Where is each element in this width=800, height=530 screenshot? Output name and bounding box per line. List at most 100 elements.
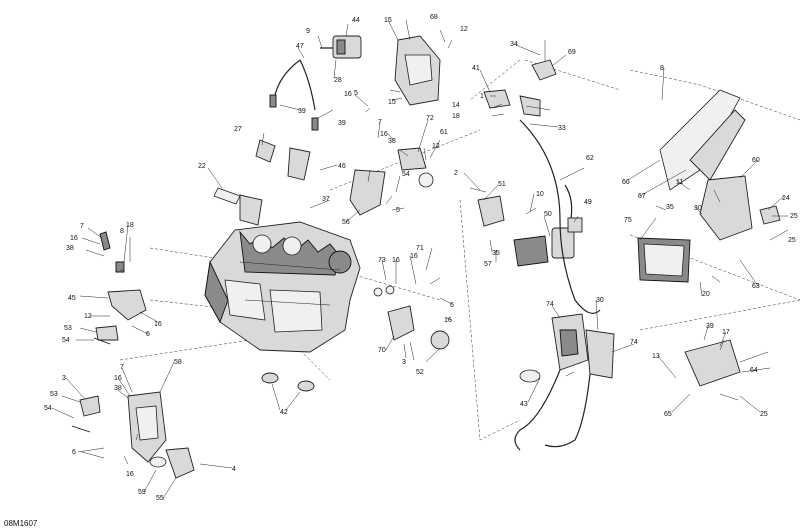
- front-mount-assembly: [93, 231, 147, 345]
- callout-44: 44: [352, 17, 360, 24]
- callout-49: 49: [584, 199, 592, 206]
- callout-46: 46: [338, 163, 346, 170]
- callout-39: 39: [298, 108, 306, 115]
- callout-71: 71: [416, 245, 424, 252]
- callout-75: 75: [624, 217, 632, 224]
- callout-1: 1: [480, 93, 484, 100]
- callout-7-b: 7: [80, 223, 84, 230]
- carburetor-assembly: [514, 313, 615, 451]
- callout-66: 66: [622, 179, 630, 186]
- callout-38: 38: [388, 138, 396, 145]
- callout-16-c: 16: [392, 257, 400, 264]
- callout-56: 56: [342, 219, 350, 226]
- callout-53-b: 53: [50, 391, 58, 398]
- callout-33: 33: [558, 125, 566, 132]
- callout-67: 67: [638, 193, 646, 200]
- callout-14: 14: [452, 102, 460, 109]
- callout-62: 62: [586, 155, 594, 162]
- rear-mount-assembly: [71, 391, 195, 479]
- callout-16: 16: [344, 91, 352, 98]
- callout-9: 9: [306, 28, 310, 35]
- callout-5: 5: [354, 90, 358, 97]
- callout-74-b: 74: [630, 339, 638, 346]
- callout-16-d: 16: [410, 253, 418, 260]
- callout-38-b: 38: [66, 245, 74, 252]
- callout-43: 43: [520, 401, 528, 408]
- callout-27: 27: [234, 126, 242, 133]
- callout-53: 53: [64, 325, 72, 332]
- callout-25-b: 25: [788, 237, 796, 244]
- callout-47: 47: [296, 43, 304, 50]
- callout-35-b: 35: [492, 250, 500, 257]
- callout-74: 74: [546, 301, 554, 308]
- callout-54-c: 54: [402, 171, 410, 178]
- callout-6: 6: [450, 302, 454, 309]
- callout-30: 30: [694, 205, 702, 212]
- callout-38-c: 38: [114, 385, 122, 392]
- callout-16-b: 16: [380, 131, 388, 138]
- intake-rubbers: [261, 372, 315, 392]
- callout-42: 42: [280, 409, 288, 416]
- callout-73: 73: [378, 257, 386, 264]
- callout-45: 45: [68, 295, 76, 302]
- engine-assembly: [204, 221, 361, 353]
- center-components: [373, 195, 505, 350]
- callout-54: 54: [62, 337, 70, 344]
- callout-39-c: 39: [706, 323, 714, 330]
- drawing-reference-code: 08M1607: [4, 519, 38, 528]
- callout-65: 65: [664, 411, 672, 418]
- callout-37: 37: [322, 196, 330, 203]
- callout-5-b: 5: [396, 207, 400, 214]
- callout-52: 52: [416, 369, 424, 376]
- callout-25-c: 25: [760, 411, 768, 418]
- callout-3-b: 3: [402, 359, 406, 366]
- callout-4: 4: [232, 466, 236, 473]
- callout-22: 22: [198, 163, 206, 170]
- callout-70: 70: [378, 347, 386, 354]
- callout-15: 15: [384, 17, 392, 24]
- callout-6-b: 6: [146, 331, 150, 338]
- callout-labels: 1 2 3 3 4 5 5 6 6 6 7 7 7 8 8 9 10 11 12…: [44, 14, 798, 502]
- callout-68: 68: [430, 14, 438, 21]
- callout-28: 28: [334, 77, 342, 84]
- callout-72: 72: [426, 115, 434, 122]
- leader-lines: [51, 19, 789, 501]
- starter-and-wiring: [513, 119, 601, 314]
- callout-11: 11: [676, 179, 683, 186]
- throttle-linkage: [483, 40, 557, 117]
- callout-35: 35: [666, 204, 674, 211]
- callout-57: 57: [484, 261, 492, 268]
- callout-18: 18: [452, 113, 460, 120]
- callout-16-e: 16: [444, 317, 452, 324]
- callout-50: 50: [544, 211, 552, 218]
- callout-69: 69: [568, 49, 576, 56]
- callout-54-b: 54: [44, 405, 52, 412]
- callout-20: 20: [702, 291, 710, 298]
- callout-8: 8: [660, 65, 664, 72]
- callout-39-b: 39: [338, 120, 346, 127]
- callout-7-c: 7: [120, 364, 124, 371]
- right-side-panels: [637, 89, 781, 387]
- callout-64: 64: [750, 367, 758, 374]
- callout-3: 3: [62, 375, 66, 382]
- callout-10: 10: [536, 191, 544, 198]
- callout-55: 55: [156, 495, 164, 502]
- callout-13: 13: [652, 353, 660, 360]
- engine-mounts: [213, 139, 434, 226]
- callout-24: 24: [782, 195, 790, 202]
- callout-6-c: 6: [72, 449, 76, 456]
- callout-16-f: 16: [70, 235, 78, 242]
- callout-51: 51: [498, 181, 506, 188]
- callout-61: 61: [440, 129, 448, 136]
- callout-16-h: 16: [114, 375, 122, 382]
- callout-59: 59: [138, 489, 146, 496]
- callout-18-b: 18: [126, 222, 134, 229]
- callout-12-b: 12: [432, 143, 440, 150]
- callout-16-i: 16: [126, 471, 134, 478]
- callout-7: 7: [378, 119, 382, 126]
- callout-41: 41: [472, 65, 480, 72]
- callout-12-c: 12: [84, 313, 92, 320]
- callout-12: 12: [460, 26, 468, 33]
- callout-25: 25: [790, 213, 798, 220]
